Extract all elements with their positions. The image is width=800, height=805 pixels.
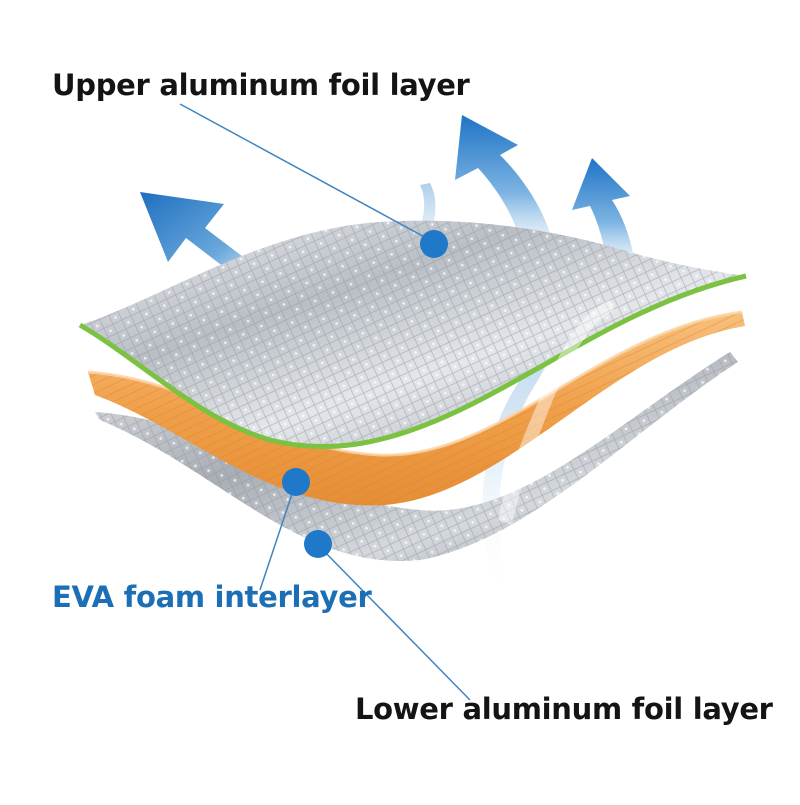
lower-foil-layer bbox=[95, 352, 738, 561]
upward-arrow-icon bbox=[572, 158, 636, 276]
foam-edge-stripe bbox=[78, 273, 747, 450]
label-eva-foam-interlayer: EVA foam interlayer bbox=[52, 580, 372, 614]
upper-foil-layer bbox=[78, 220, 747, 450]
label-upper-foil-layer: Upper aluminum foil layer bbox=[52, 68, 470, 102]
dot-icon bbox=[420, 230, 448, 258]
airflow-streams-front bbox=[498, 300, 614, 525]
markers bbox=[282, 230, 448, 558]
upward-arrow-icon bbox=[455, 115, 555, 258]
leader-lines bbox=[179, 103, 471, 701]
dot-icon bbox=[304, 530, 332, 558]
leader-line-upper bbox=[179, 103, 431, 241]
dot-icon bbox=[282, 468, 310, 496]
leader-line-eva bbox=[259, 481, 297, 591]
leader-line-lower bbox=[317, 544, 471, 701]
label-lower-foil-layer: Lower aluminum foil layer bbox=[355, 692, 773, 726]
